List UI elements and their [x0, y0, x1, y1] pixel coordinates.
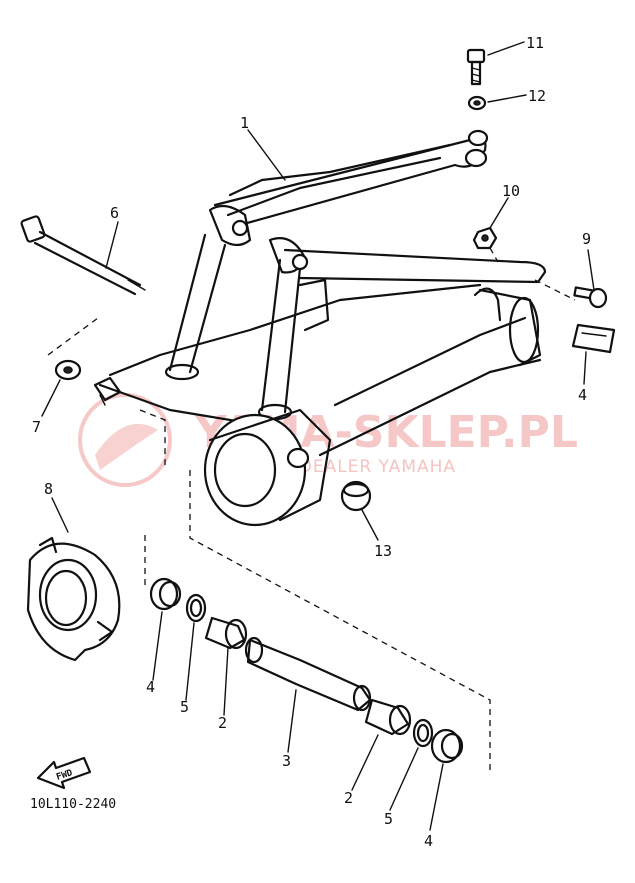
nut-12 [467, 95, 487, 111]
callout-numbers: 1 6 7 8 10 9 11 12 4 13 4 5 2 3 2 5 4 [32, 34, 591, 850]
fwd-label: FWD [55, 768, 74, 783]
callout-9: 9 [582, 230, 591, 248]
washer-7 [54, 359, 82, 381]
callout-4-left: 4 [146, 678, 155, 696]
swingarm-body [93, 283, 542, 527]
washer-5-right [412, 718, 434, 748]
seal-4-right [430, 728, 464, 764]
callout-2-right: 2 [344, 789, 353, 807]
callout-7: 7 [32, 418, 41, 436]
callout-4-upper: 4 [578, 386, 587, 404]
assembly-guide-lines [47, 247, 576, 770]
plate-4-upper [571, 323, 616, 354]
cap-13 [340, 480, 372, 512]
callout-3: 3 [282, 752, 291, 770]
part-code: 10L110-2240 [30, 797, 116, 812]
callout-10: 10 [502, 182, 520, 200]
callout-5-right: 5 [384, 810, 393, 828]
callout-11: 11 [526, 34, 544, 52]
callout-13: 13 [374, 542, 392, 560]
bolt-11 [466, 48, 486, 86]
nut-10 [472, 226, 498, 250]
washer-5-left [185, 593, 207, 623]
callout-12: 12 [528, 87, 546, 105]
callout-6: 6 [110, 204, 119, 222]
callout-5-left: 5 [180, 698, 189, 716]
dust-cover-8 [26, 536, 121, 662]
frame-a-arm [164, 129, 547, 421]
callout-leaders [41, 41, 595, 831]
bolt-9 [573, 286, 608, 309]
forward-arrow-icon: FWD [36, 756, 92, 790]
callout-1: 1 [240, 114, 249, 132]
pivot-shaft-3 [244, 636, 372, 712]
bearing-2-left [204, 616, 248, 650]
axle-bolt [20, 215, 146, 296]
seal-4-left [149, 577, 182, 611]
callout-2-left: 2 [218, 714, 227, 732]
callout-8: 8 [44, 480, 53, 498]
bearing-2-right [364, 698, 412, 736]
callout-4-right: 4 [424, 832, 433, 850]
